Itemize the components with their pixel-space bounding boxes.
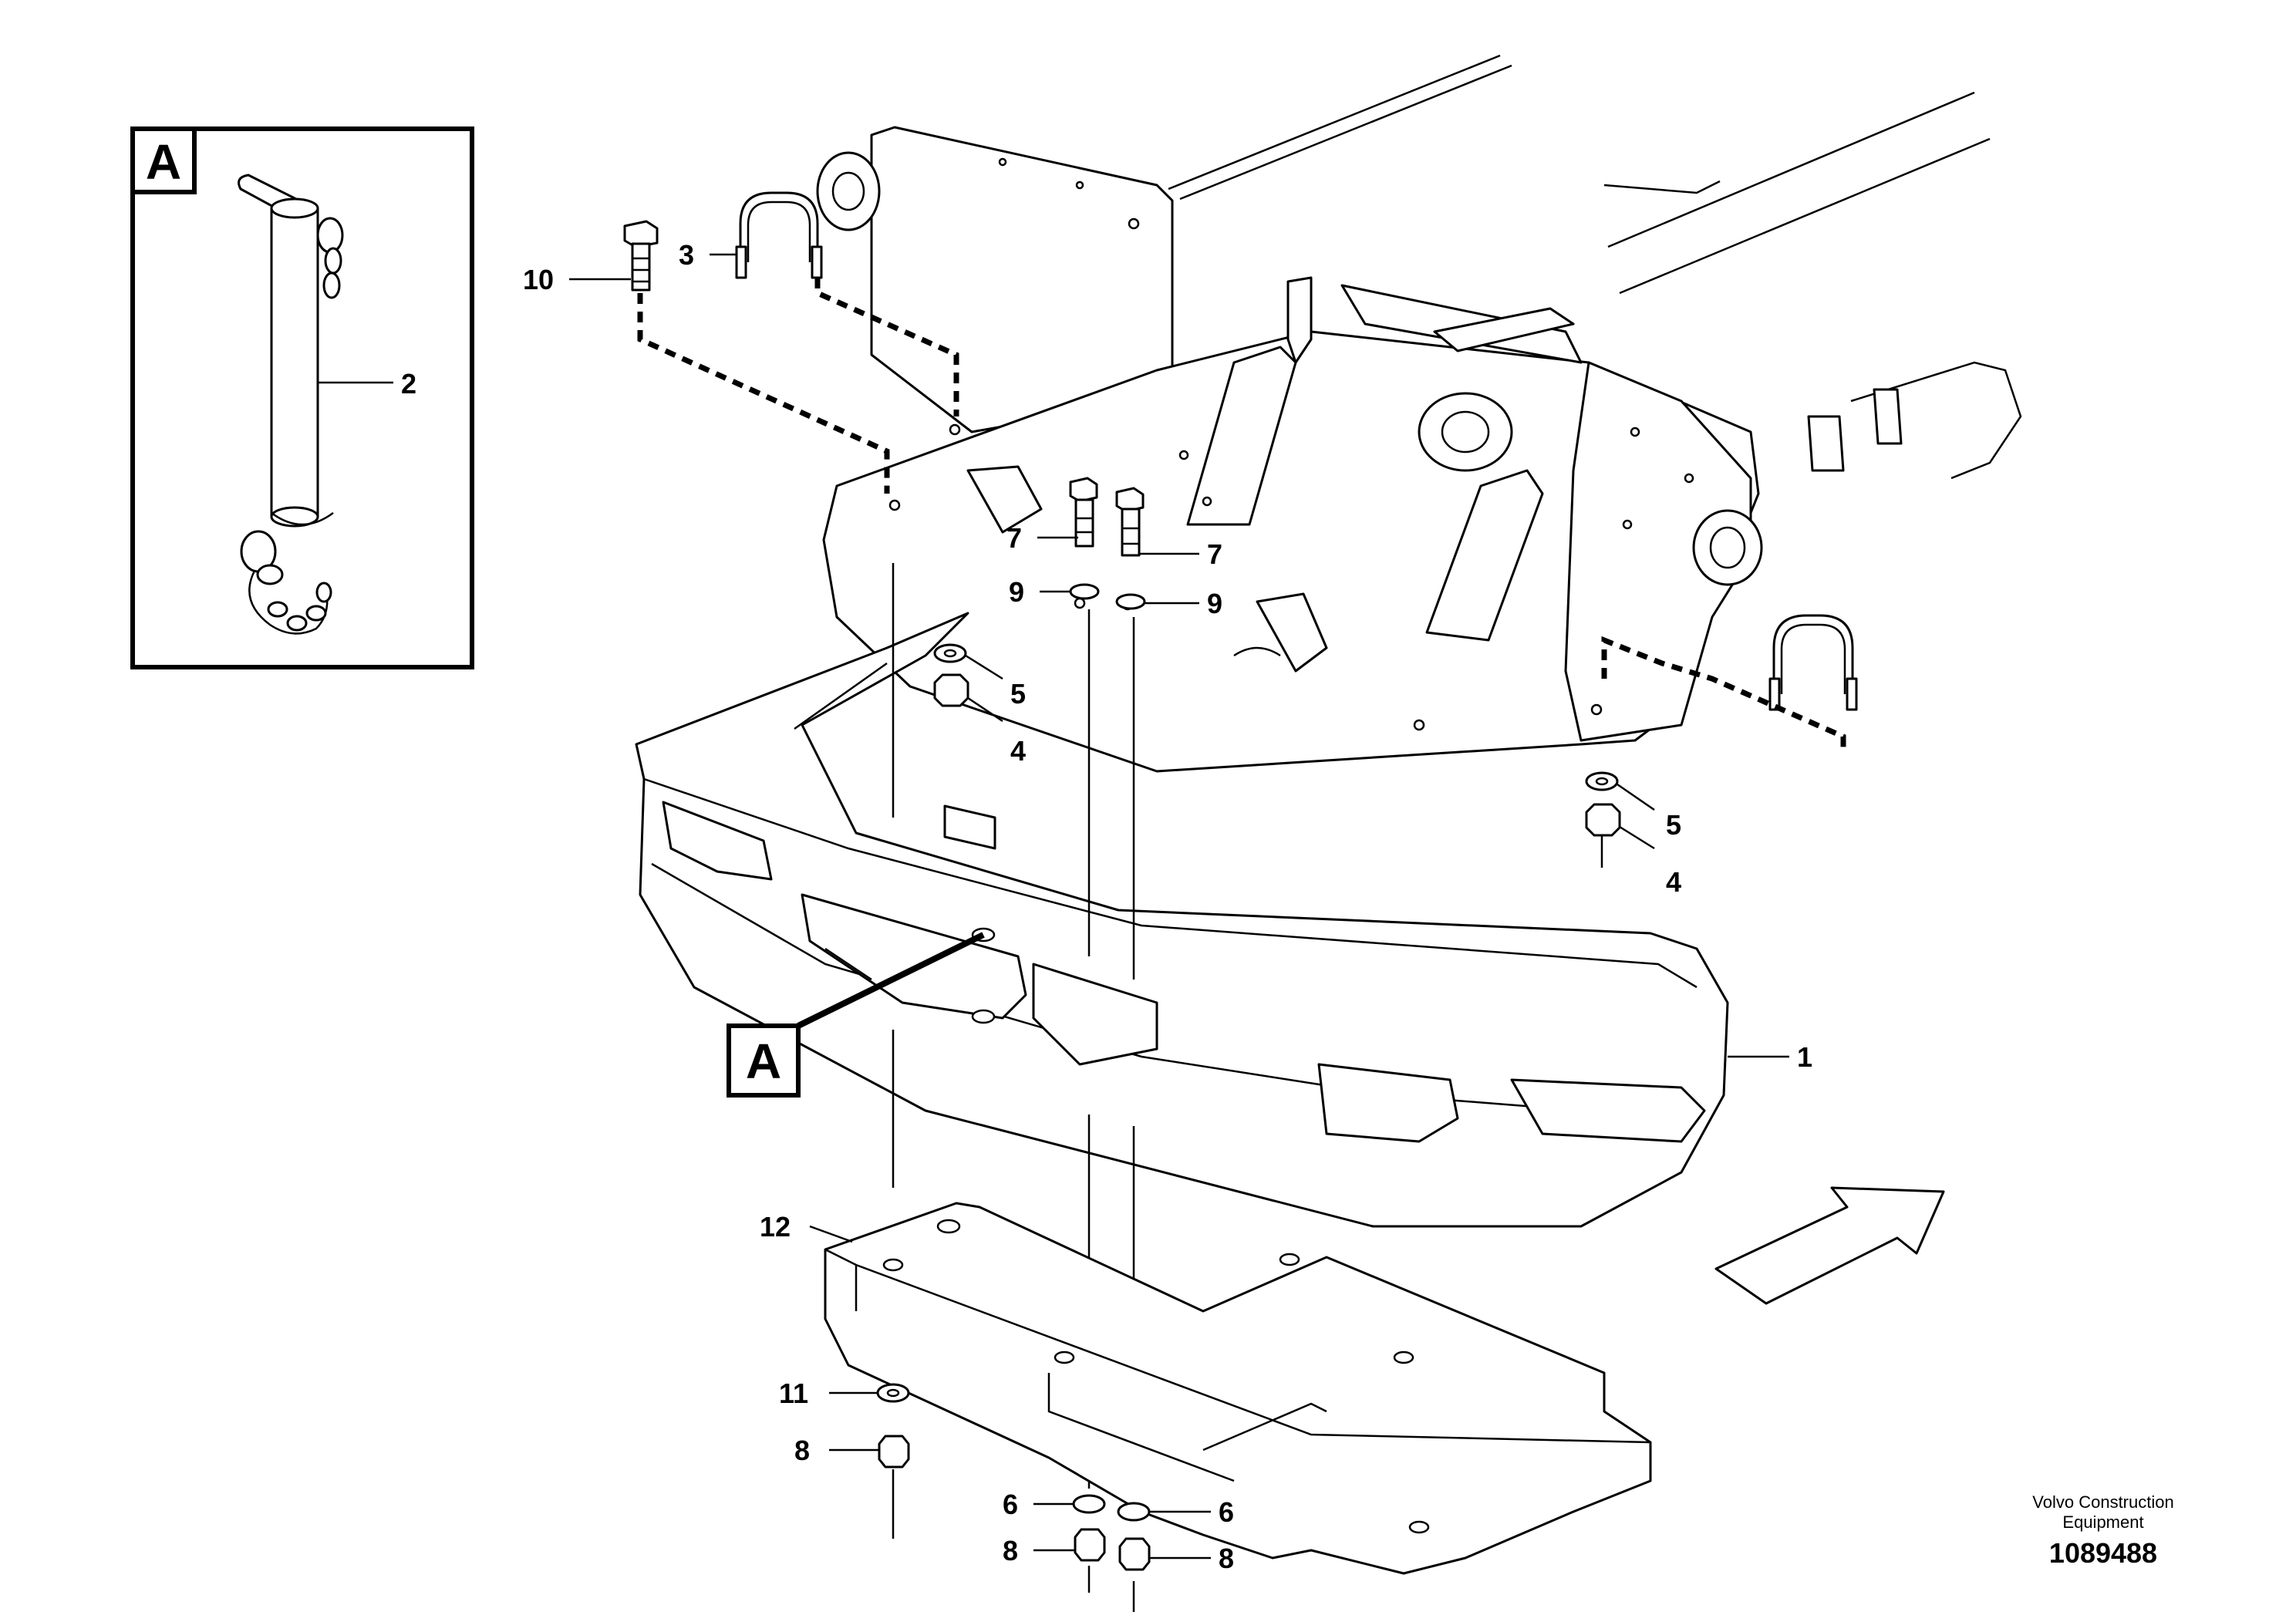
callout-7-right: 7: [1207, 538, 1222, 570]
direction-arrow-icon: [1714, 1186, 1945, 1305]
washer-6-right: [1117, 1502, 1151, 1522]
washer-6-left: [1072, 1494, 1106, 1514]
alignment-line: [1601, 636, 1846, 752]
washer-11: [876, 1383, 910, 1403]
alignment-line: [814, 278, 959, 416]
diagram-number: 1089488: [2048, 1537, 2158, 1569]
manufacturer-line-1: Volvo Construction: [2032, 1492, 2174, 1512]
callout-11: 11: [779, 1378, 808, 1409]
callout-5-right: 5: [1666, 809, 1681, 841]
callout-8-left: 8: [794, 1435, 810, 1466]
diagram-footer: Volvo Construction Equipment 1089488: [2003, 1492, 2203, 1570]
callout-6-right: 6: [1219, 1496, 1234, 1528]
u-bolt-3: [735, 191, 823, 279]
counterweight-1: [635, 612, 1729, 1228]
nut-4-right: [1585, 803, 1621, 837]
detail-reference-label: A: [746, 1034, 781, 1089]
callout-2: 2: [401, 368, 416, 400]
machine-frame: [816, 54, 2022, 773]
washer-5-right: [1585, 771, 1619, 791]
callout-8-right: 8: [1219, 1543, 1234, 1574]
u-bolt-right: [1768, 614, 1858, 711]
lock-pin-drawing: [238, 174, 344, 635]
callout-12: 12: [760, 1211, 791, 1243]
callout-5-left: 5: [1010, 678, 1026, 710]
bottom-plate-12: [824, 1202, 1652, 1575]
washer-9-right: [1115, 593, 1146, 610]
callout-8-middle: 8: [1003, 1535, 1018, 1566]
nut-4-left: [933, 673, 969, 707]
bolt-7-right: [1115, 487, 1145, 557]
detail-box-label: A: [146, 134, 181, 190]
detail-reference-a: A: [727, 932, 985, 1098]
callout-4-left: 4: [1010, 735, 1026, 767]
washer-5-left: [933, 643, 967, 663]
bolt-10: [623, 220, 659, 292]
detail-view-a: A 2: [130, 126, 474, 669]
callout-10: 10: [523, 264, 554, 295]
callout-1: 1: [1797, 1041, 1812, 1073]
callout-7-left: 7: [1006, 522, 1022, 554]
nut-8-right: [1118, 1537, 1151, 1571]
callout-9-right: 9: [1207, 588, 1222, 619]
callout-9-left: 9: [1009, 576, 1024, 608]
callout-6-left: 6: [1003, 1489, 1018, 1520]
manufacturer-line-2: Equipment: [2062, 1512, 2144, 1532]
bolt-7-left: [1069, 477, 1098, 548]
callout-4-right: 4: [1666, 866, 1681, 898]
nut-8-left: [878, 1435, 910, 1469]
washer-9-left: [1069, 583, 1100, 600]
callout-3: 3: [679, 239, 694, 271]
nut-8-middle: [1074, 1528, 1106, 1562]
alignment-line: [637, 293, 890, 494]
